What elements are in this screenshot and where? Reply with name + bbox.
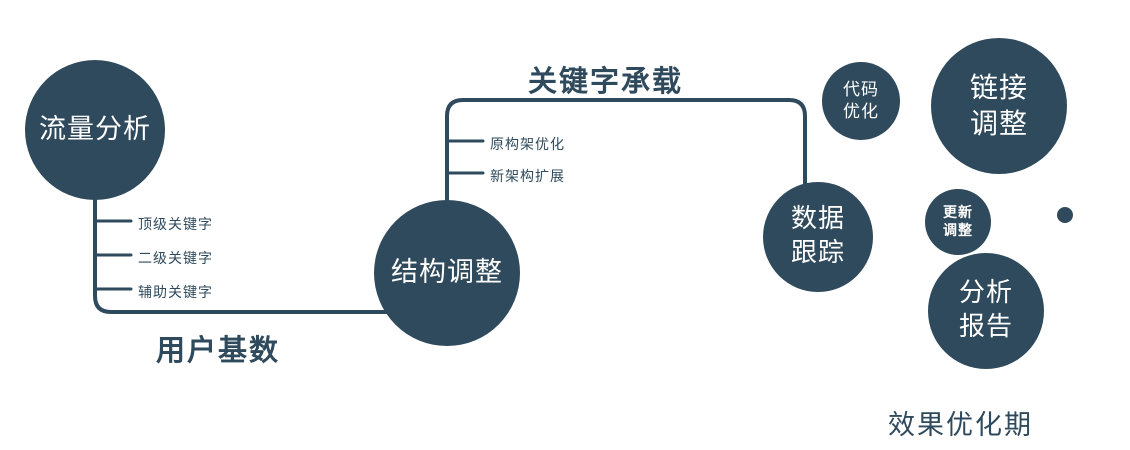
node-code-optimization-line2: 优化 [843, 102, 879, 122]
branch-label-top-keyword: 顶级关键字 [138, 217, 213, 233]
node-traffic-analysis: 流量分析 [25, 60, 165, 200]
branch-label-second-keyword: 二级关键字 [138, 251, 213, 267]
node-link-adjustment-line1: 链接 [969, 70, 1028, 104]
node-data-tracking: 数据 跟踪 [763, 182, 873, 292]
edge-traffic-to-structure [93, 183, 448, 314]
edge-label-keyword-carry: 关键字承载 [528, 64, 684, 98]
node-update-adjustment: 更新 调整 [925, 189, 991, 255]
node-structure-adjust-label: 结构调整 [391, 257, 503, 289]
edge-label-user-base: 用户基数 [156, 333, 281, 367]
node-data-tracking-line1: 数据 [790, 204, 845, 235]
node-analysis-report: 分析 报告 [928, 253, 1044, 369]
node-update-adjustment-line2: 调整 [943, 223, 973, 239]
node-data-tracking-line2: 跟踪 [790, 238, 845, 268]
edge-label-effect-period: 效果优化期 [888, 410, 1033, 441]
edge-structure-to-tracking [445, 98, 807, 242]
node-link-adjustment-line2: 调整 [969, 107, 1028, 140]
bullet-dot [1057, 207, 1073, 223]
node-structure-adjust: 结构调整 [374, 200, 520, 346]
branch-label-framework-expand: 新架构扩展 [490, 169, 565, 185]
branch-label-aux-keyword: 辅助关键字 [138, 285, 213, 301]
node-analysis-report-line1: 分析 [958, 278, 1013, 309]
branch-label-framework-optimize: 原构架优化 [490, 137, 565, 153]
node-traffic-analysis-label: 流量分析 [39, 114, 151, 146]
node-code-optimization: 代码 优化 [822, 62, 900, 140]
node-update-adjustment-line1: 更新 [943, 204, 973, 221]
node-link-adjustment: 链接 调整 [931, 38, 1067, 174]
node-code-optimization-line1: 代码 [843, 79, 879, 100]
node-analysis-report-line2: 报告 [958, 312, 1013, 342]
